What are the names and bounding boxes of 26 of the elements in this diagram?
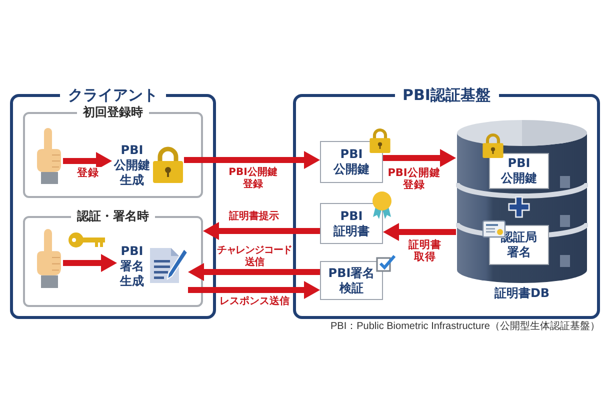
panel-title: クライアント [60, 86, 166, 104]
process-box [320, 203, 383, 244]
document-pen-icon [148, 245, 188, 285]
box-text: PBI証明書 [334, 208, 370, 238]
process-box [320, 141, 383, 183]
database-label: 証明書DB [493, 286, 551, 301]
edge-label: レスポンス送信 [218, 296, 290, 308]
box-text: PBI署名検証 [327, 266, 376, 296]
box-text: PBI公開鍵 [334, 147, 370, 177]
process-label: PBI公開鍵生成 [112, 143, 152, 189]
arrow [188, 263, 320, 281]
process-box [320, 261, 383, 300]
footnote: PBI：Public Biometric Infrastructure（公開型生体認証基盤） [330, 320, 600, 333]
arrow [63, 152, 112, 170]
panel-title: PBI認証基盤 [394, 86, 498, 104]
arrow [188, 281, 320, 299]
arrow [383, 149, 456, 167]
section-heading: 認証・署名時 [71, 209, 155, 224]
arrow [203, 222, 320, 240]
edge-label: チャレンジコード送信 [216, 245, 292, 268]
arrow [63, 254, 117, 272]
process-label: PBI署名生成 [117, 244, 147, 290]
arrow [383, 223, 456, 241]
section-heading: 初回登録時 [77, 105, 149, 120]
padlock-icon [152, 146, 184, 183]
arrow [184, 151, 320, 169]
